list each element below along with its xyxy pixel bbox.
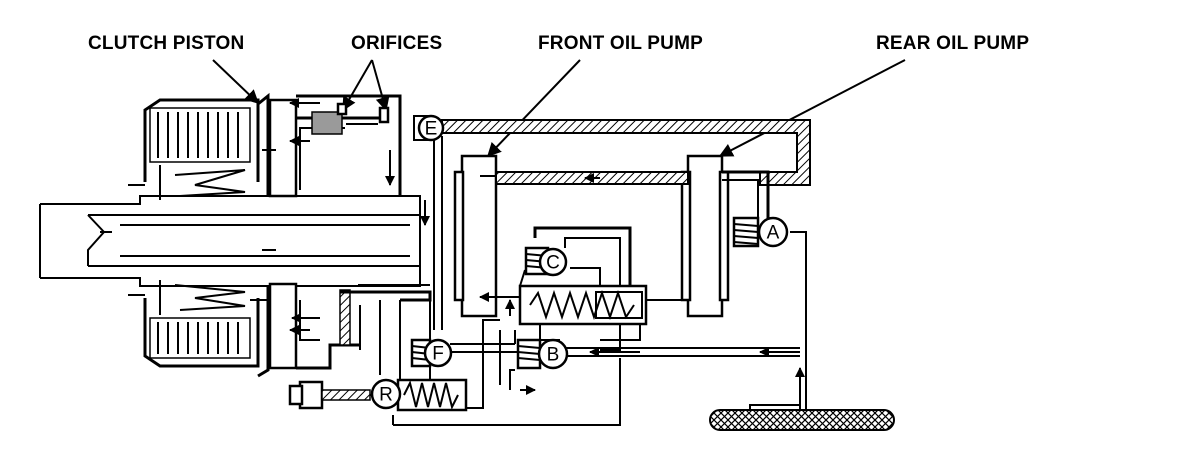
valve-f-icon	[423, 338, 453, 368]
orifice-2	[378, 106, 390, 124]
label-front-oil-pump: FRONT OIL PUMP	[538, 33, 703, 54]
valve-c-circuit	[519, 226, 632, 287]
valve-f: F	[423, 338, 453, 368]
return-line	[560, 231, 807, 410]
valve-f-label: F	[432, 344, 444, 365]
valve-a: A	[757, 216, 789, 248]
oil-strainer	[709, 404, 895, 431]
valve-f-lines	[450, 330, 520, 353]
regulator-valve	[518, 284, 688, 351]
clutch-drum	[128, 98, 260, 368]
rear-oil-pump	[680, 154, 730, 318]
valve-r: R	[370, 378, 402, 410]
valve-b: B	[537, 338, 569, 370]
valve-r-label: R	[379, 385, 393, 406]
clutch-plates-lower	[149, 317, 251, 359]
main-shaft	[39, 195, 421, 287]
valve-c: C	[538, 247, 568, 277]
label-orifices: ORIFICES	[351, 33, 442, 54]
orifice-1	[336, 102, 348, 116]
return-spring-upper	[174, 169, 246, 197]
valve-r-spring	[288, 378, 468, 412]
valve-a-spring	[732, 216, 760, 248]
orifice-block-1	[311, 111, 343, 135]
leader-lines	[212, 59, 906, 158]
lower-passage	[339, 284, 432, 375]
valve-e: E	[413, 114, 445, 142]
valve-e-icon	[417, 114, 445, 142]
clutch-plates-upper	[149, 107, 251, 163]
valve-b-icon	[537, 338, 569, 370]
label-clutch-piston: CLUTCH PISTON	[88, 33, 244, 54]
valve-c-icon	[538, 247, 568, 277]
valve-e-lines	[420, 136, 443, 330]
label-rear-oil-pump: REAR OIL PUMP	[876, 33, 1029, 54]
return-spring-lower	[174, 284, 246, 311]
clutch-piston	[257, 92, 298, 378]
front-oil-pump	[453, 154, 520, 318]
valve-r-icon	[370, 378, 402, 410]
valve-b-label: B	[547, 345, 560, 366]
valve-a-label: A	[767, 223, 780, 244]
valve-c-label: C	[546, 253, 560, 274]
valve-b-spring	[516, 338, 542, 370]
valve-a-icon	[757, 216, 789, 248]
valve-e-label: E	[425, 119, 438, 140]
